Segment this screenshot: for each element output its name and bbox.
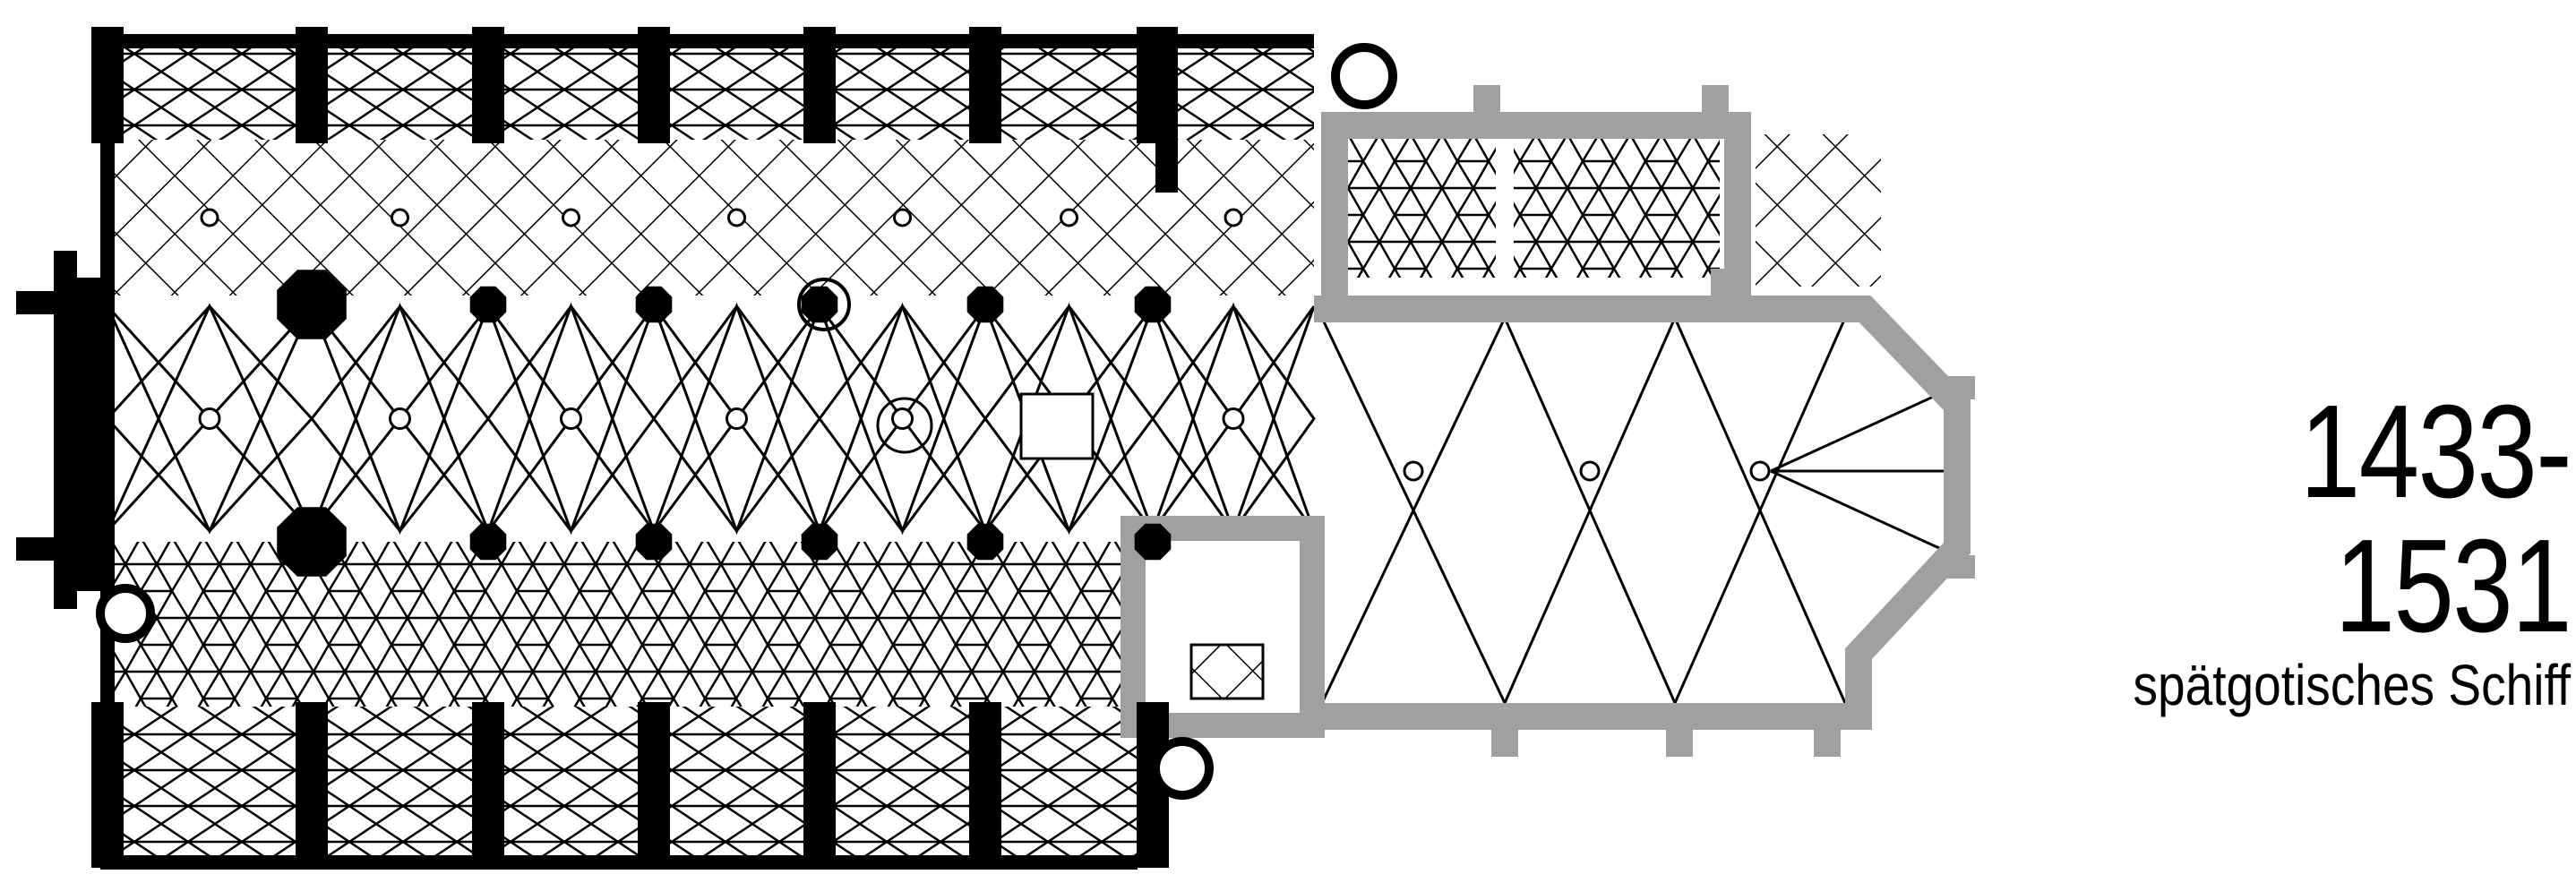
north-buttress (296, 27, 328, 143)
north-buttress (91, 27, 124, 143)
boss-stone (391, 208, 409, 227)
sacristy-vault (1335, 134, 1496, 278)
north-buttress (969, 27, 1001, 143)
choir-bay-ribs (1320, 317, 1507, 704)
boss-stone (389, 407, 411, 430)
choir-boss (1749, 460, 1771, 482)
choir-buttress (1702, 85, 1729, 130)
choir-buttress (1666, 703, 1693, 757)
font-circle (876, 397, 933, 454)
south-buttress (803, 702, 836, 868)
boss-stone (200, 208, 219, 227)
north-buttress (638, 27, 670, 143)
choir-buttress (1711, 269, 1729, 309)
nave-pier (469, 523, 507, 561)
choir-bay-ribs (1673, 317, 1847, 704)
choir-boss (1579, 460, 1601, 482)
nave-pier (801, 523, 838, 561)
vault-fills (107, 41, 1314, 859)
boss-stone (1060, 208, 1078, 227)
sacristy-vault (1514, 134, 1720, 278)
piers (277, 270, 1172, 577)
boss-stone (562, 208, 580, 227)
north-buttress (472, 27, 504, 143)
south-buttress (638, 702, 670, 868)
nave-walls (16, 27, 1397, 870)
choir-buttress (1491, 703, 1518, 757)
nave-pier (801, 286, 838, 323)
choir-walls (1121, 85, 1975, 757)
ne-wall (1155, 27, 1178, 193)
nave-pier (966, 523, 1004, 561)
pulpit-stair (797, 278, 851, 331)
nave-pier (635, 523, 673, 561)
nave-pier (1134, 523, 1172, 561)
nave-pier (469, 286, 507, 323)
nave-pier (1134, 286, 1172, 323)
choir-buttress (1502, 296, 1525, 313)
boss-stone (891, 407, 914, 430)
nave-pier (277, 507, 347, 577)
south-aisle-vault (107, 542, 1138, 707)
sacristy-wall (1321, 112, 1751, 309)
nave-pier (277, 270, 347, 339)
altar-base (1019, 392, 1095, 460)
south-buttress (472, 702, 504, 868)
boss-stone (893, 208, 912, 227)
vault-ribs (105, 134, 1945, 704)
date-range: 1433-1531 (2299, 378, 2572, 660)
nave-pier (635, 286, 673, 323)
choir-boss (1403, 460, 1424, 482)
choir-buttress (1473, 85, 1500, 130)
boss-stone (1224, 208, 1243, 227)
choir-buttress (1939, 376, 1975, 399)
north-chapels-vault (107, 41, 1314, 140)
choir-buttress (1814, 703, 1841, 757)
boss-stone (726, 407, 748, 430)
nave-pier (966, 286, 1004, 323)
boss-stone (727, 208, 746, 227)
tower-stair (1189, 643, 1265, 700)
north-buttress (803, 27, 836, 143)
north-aisle-vault (107, 140, 1314, 296)
south-chapels-vault (107, 707, 1138, 859)
spiral-stair (1331, 43, 1397, 109)
south-buttress (91, 702, 124, 868)
west-buttress (54, 251, 77, 609)
choir-outer-wall (1314, 296, 1971, 730)
south-buttress (969, 702, 1001, 868)
choir-bay-ribs (1503, 317, 1677, 704)
boss-stone (560, 407, 582, 430)
apse-ribs (1770, 392, 1945, 550)
boss-stone (198, 407, 221, 430)
boss-stone (1222, 407, 1245, 430)
spiral-stair (96, 584, 155, 643)
ne-chapel-vault (1756, 134, 1881, 287)
choir-buttress (1939, 555, 1975, 579)
south-buttress (296, 702, 328, 868)
caption: 1433-1531 spätgotisches Schiff (2033, 378, 2572, 717)
south-tower-wall (1121, 516, 1325, 738)
spiral-stair (1151, 737, 1214, 800)
caption-subtitle: spätgotisches Schiff (2133, 653, 2571, 717)
